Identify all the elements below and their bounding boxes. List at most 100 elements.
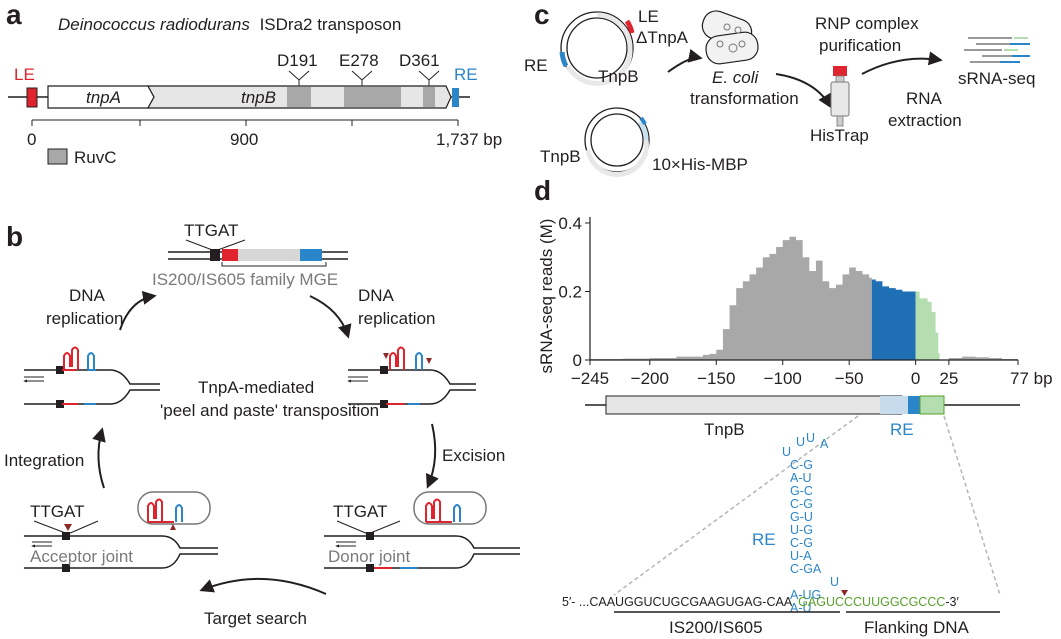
pair-7: U-A — [790, 549, 812, 563]
le-label: LE — [14, 65, 35, 84]
x-tick-label-6: 25 — [939, 369, 958, 388]
x-tick-label-2: −150 — [697, 369, 735, 388]
rnp-line2: purification — [819, 36, 901, 55]
pair-3: C-G — [790, 497, 813, 511]
ruvc-legend-swatch — [47, 148, 68, 165]
panel-a-title-rest: ISDra2 transposon — [260, 15, 402, 34]
guide-left — [613, 415, 859, 596]
panel-c-label: c — [534, 0, 550, 30]
ruvc-legend-label: RuvC — [74, 148, 117, 167]
pair-9: U — [830, 575, 839, 589]
plasmid-2 — [584, 107, 650, 177]
motif-right: TTGAT — [333, 502, 387, 521]
center-text-1: TnpA-mediated — [198, 378, 314, 397]
bracket-right-label: Flanking DNA — [864, 618, 970, 637]
ruvc-block-2 — [344, 87, 401, 107]
pair-4: G-U — [790, 510, 813, 524]
x-tick-label-5: 0 — [911, 369, 920, 388]
pair-6: C-G — [790, 536, 813, 550]
ruvc-block-1 — [287, 87, 311, 107]
cut-site-marker — [841, 590, 848, 596]
rna-extraction-1: RNA — [906, 89, 943, 108]
donor-joint-label: Donor joint — [328, 547, 410, 566]
dna-rep-right-1: DNA — [358, 286, 395, 305]
plasmid1-tnpb: TnpB — [598, 67, 639, 86]
pair-10: A-UG — [790, 588, 821, 602]
arrow-to-histrap — [775, 73, 832, 109]
ecoli-label: E. coli — [712, 68, 760, 87]
pair-8: C-GA — [790, 562, 822, 576]
re-box — [452, 88, 459, 107]
x-tick-label-4: −50 — [835, 369, 864, 388]
dna-rep-left-1: DNA — [69, 286, 106, 305]
arrow-target-search — [199, 578, 327, 595]
center-text-2: 'peel and paste' transposition — [160, 401, 379, 420]
transformation-label: transformation — [690, 89, 799, 108]
residue-d361: D361 — [399, 51, 440, 70]
re-label: RE — [454, 65, 478, 84]
seq-suffix: -3′ — [945, 595, 959, 609]
plasmid2-tnpb: TnpB — [540, 147, 581, 166]
scale-label-0: 0 — [27, 130, 36, 149]
rna-extraction-2: extraction — [888, 111, 962, 130]
y-tick-label-0: 0 — [573, 351, 582, 370]
dna-rep-right-2: replication — [358, 309, 436, 328]
reads-area-series-1 — [871, 279, 916, 360]
arrow-left-up — [119, 290, 157, 331]
pair-0: C-G — [790, 458, 813, 472]
y-tick-label-1: 0.2 — [558, 283, 582, 302]
plasmid1-tnpa: ΔTnpA — [636, 28, 689, 47]
reads-area-series-3 — [939, 356, 1018, 360]
panel-b-label: b — [6, 221, 23, 252]
arrow-right-down — [309, 295, 352, 339]
scale-label-900: 900 — [230, 130, 258, 149]
histrap-label: HisTrap — [810, 126, 869, 145]
pair-2: G-C — [790, 484, 813, 498]
tnpb-bar-label: TnpB — [704, 420, 745, 439]
seq-flank: GAGUCCCUUGGCGCCC — [798, 595, 945, 609]
arrow-to-srna — [861, 51, 943, 75]
dna-rep-left-2: replication — [46, 309, 124, 328]
tnpB-label: tnpB — [241, 88, 276, 107]
x-tick-label-3: −100 — [764, 369, 802, 388]
arrow-excision — [425, 423, 439, 489]
mge-top: TTGAT IS200/IS605 family MGE — [152, 221, 348, 289]
motif-top: TTGAT — [184, 221, 238, 240]
integration-label: Integration — [4, 451, 84, 470]
re-bar-label: RE — [890, 420, 914, 439]
residue-markers — [288, 70, 440, 86]
excision-label: Excision — [442, 446, 505, 465]
panel-a-title: Deinococcus radiodurans ISDra2 transposo… — [58, 15, 401, 34]
x-tick-label-7: 77 bp — [1010, 369, 1053, 388]
acceptor-structure: TTGAT Acceptor joint — [24, 491, 218, 572]
y-axis-label: sRNA-seq reads (M) — [537, 219, 556, 374]
stem-re-label: RE — [752, 530, 776, 549]
x-tick-label-1: −200 — [631, 369, 669, 388]
fork-right — [348, 346, 476, 408]
target-search-label: Target search — [204, 609, 307, 628]
plasmid1-re: RE — [524, 56, 548, 75]
family-label: IS200/IS605 family MGE — [152, 270, 338, 289]
histrap-column-icon — [830, 66, 850, 127]
scale-label-end: 1,737 bp — [436, 130, 502, 149]
reads-area-series-2 — [915, 291, 940, 360]
motif-left: TTGAT — [30, 502, 84, 521]
tnpA-label: tnpA — [86, 88, 121, 107]
plasmid2-tag: 10×His-MBP — [652, 155, 748, 174]
re-hairpin: U U U A C-G A-U G-C C-G G-U U-G C-G U-A … — [782, 431, 839, 615]
panel-a-title-species: Deinococcus radiodurans — [58, 15, 250, 34]
x-tick-label-0: −245 — [571, 369, 609, 388]
residue-d191: D191 — [277, 51, 318, 70]
bracket-left-label: IS200/IS605 — [669, 618, 763, 637]
hairpin-loop-2: U — [806, 431, 815, 445]
plasmid1-le: LE — [638, 7, 659, 26]
hairpin-loop-3: U — [782, 445, 791, 459]
fork-left — [24, 346, 160, 408]
arrow-to-ecoli — [667, 48, 703, 73]
y-tick-label-2: 0.4 — [558, 214, 582, 233]
pair-1: A-U — [790, 471, 812, 485]
hairpin-loop-1: U — [796, 435, 805, 449]
residue-e278: E278 — [339, 51, 379, 70]
